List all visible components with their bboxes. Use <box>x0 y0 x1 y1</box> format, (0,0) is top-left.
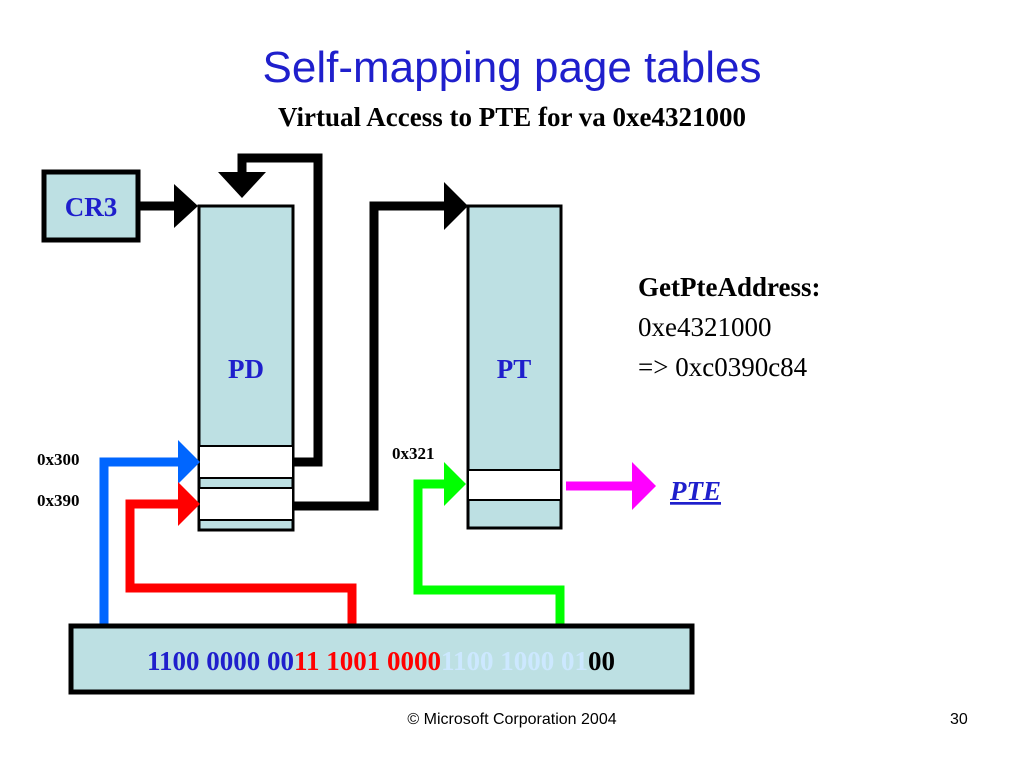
address-bits: 1100 0000 0011 1001 00001100 1000 0100 <box>147 646 615 676</box>
cr3-box <box>41 169 141 243</box>
green-index-arrow-head <box>444 462 466 506</box>
pd-entry-300 <box>198 445 294 479</box>
copyright-footer: © Microsoft Corporation 2004 <box>407 711 616 728</box>
red-index-arrow-head <box>178 482 200 526</box>
pt-entry-321 <box>467 469 562 501</box>
bits-offset: 00 <box>588 646 615 676</box>
bits-pd-index-low: 11 1001 0000 <box>294 646 441 676</box>
offset-label-300: 0x300 <box>37 450 80 469</box>
green-index-arrow-line <box>413 479 565 626</box>
info-va: 0xe4321000 <box>638 312 771 342</box>
page-number: 30 <box>950 711 968 728</box>
red-index-arrow-line <box>125 499 357 626</box>
cr3-arrow-head <box>174 184 198 228</box>
blue-index-arrow-line <box>99 457 180 626</box>
pte-arrow-head <box>632 462 656 510</box>
address-bits-box <box>68 623 695 695</box>
bits-pt-index: 1100 1000 01 <box>441 646 588 676</box>
info-result: => 0xc0390c84 <box>638 352 808 382</box>
offset-label-390: 0x390 <box>37 491 80 510</box>
offset-label-321: 0x321 <box>392 444 435 463</box>
pt-label: PT <box>497 354 532 384</box>
cr3-label: CR3 <box>65 192 118 222</box>
pd-to-pt-arrow-head <box>444 182 468 230</box>
self-map-arrow-line <box>237 153 323 467</box>
blue-index-arrow-head <box>178 440 200 484</box>
pd-entry-390 <box>198 487 294 521</box>
slide-title: Self-mapping page tables <box>263 43 762 92</box>
info-heading: GetPteAddress: <box>638 272 820 302</box>
slide-subtitle: Virtual Access to PTE for va 0xe4321000 <box>278 102 746 132</box>
self-map-arrow-head <box>218 172 266 198</box>
pd-to-pt-arrow-line <box>293 201 446 511</box>
bits-pd-index-high: 1100 0000 00 <box>147 646 294 676</box>
pd-label: PD <box>228 354 264 384</box>
pte-label: PTE <box>669 476 721 506</box>
